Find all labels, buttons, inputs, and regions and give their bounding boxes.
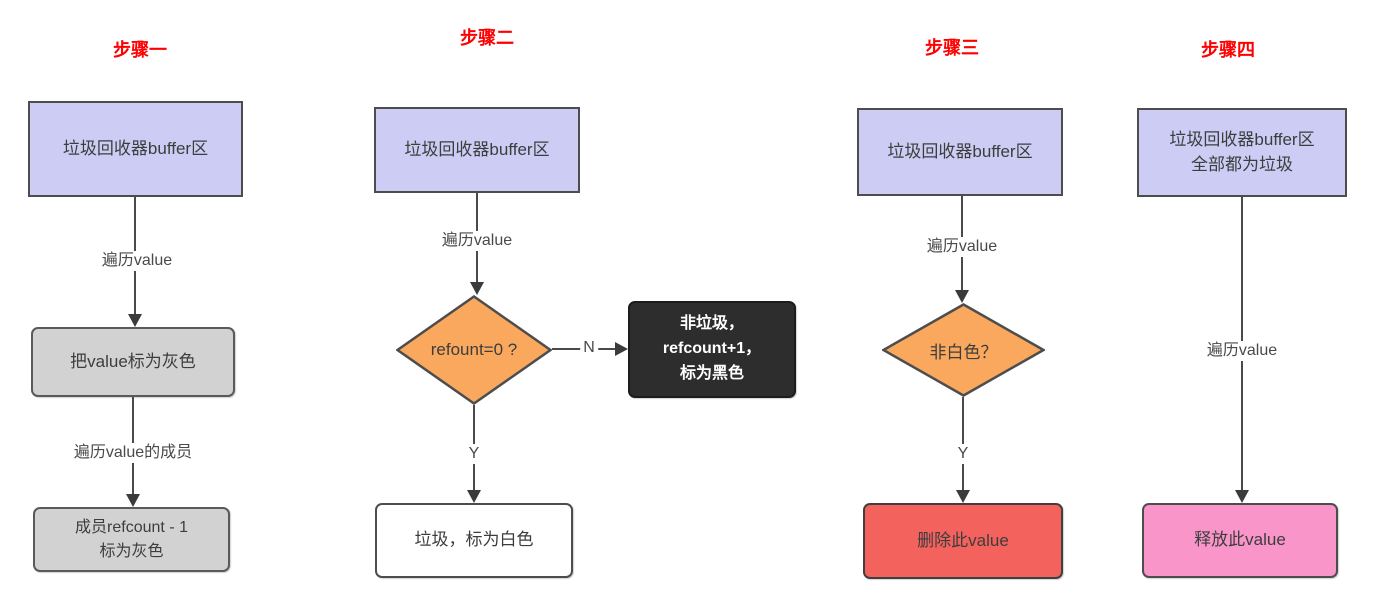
step4-title: 步骤四	[1201, 40, 1255, 60]
step2-not-garbage-line2: refcount+1，	[662, 340, 762, 358]
step3-yes-branch-arrowhead-down	[956, 490, 970, 503]
step1-buffer-node: 垃圾回收器buffer区	[28, 101, 243, 197]
step2-yes-branch-arrowhead-down	[467, 490, 481, 503]
step2-garbage-label: 垃圾，标为白色	[414, 530, 534, 550]
step3-yes-branch-line	[962, 397, 964, 490]
step1-connector2-arrowhead-down	[126, 494, 140, 507]
step3-buffer-node: 垃圾回收器buffer区	[857, 108, 1063, 196]
step4-release-label: 释放此value	[1194, 530, 1286, 550]
step2-no-label: N	[580, 338, 598, 358]
step1-buffer-label: 垃圾回收器buffer区	[62, 138, 209, 158]
step2-connector1-arrowhead-down	[470, 282, 484, 295]
step2-garbage-node: 垃圾，标为白色	[375, 503, 573, 578]
step4-release-node: 释放此value	[1142, 503, 1338, 578]
step2-no-branch-arrowhead-right	[615, 342, 628, 356]
step3-decision-label: 非白色？	[929, 342, 998, 362]
step1-edge2-label: 遍历value的成员	[70, 443, 196, 463]
step4-buffer-node: 垃圾回收器buffer区 全部都为垃圾	[1137, 108, 1347, 197]
step2-not-garbage-line3: 标为黑色	[679, 364, 744, 382]
step2-not-garbage-node: 非垃圾， refcount+1， 标为黑色	[628, 301, 796, 398]
step3-yes-label: Y	[954, 444, 972, 464]
step1-member-line1: 成员refcount - 1	[75, 519, 188, 537]
step2-buffer-node: 垃圾回收器buffer区	[374, 107, 580, 193]
step2-decision-label: refount=0 ?	[430, 340, 518, 359]
step2-edge1-label: 遍历value	[438, 231, 516, 251]
step1-title: 步骤一	[113, 40, 167, 60]
step4-connector1-arrowhead-down	[1235, 490, 1249, 503]
step1-member-node: 成员refcount - 1 标为灰色	[33, 507, 230, 572]
step3-buffer-label: 垃圾回收器buffer区	[887, 141, 1033, 161]
step4-edge1-label: 遍历value	[1203, 341, 1281, 361]
step3-connector1-arrowhead-down	[955, 290, 969, 303]
step3-delete-label: 删除此value	[917, 530, 1009, 550]
step2-title: 步骤二	[460, 28, 514, 48]
step1-connector1-arrowhead-down	[128, 314, 142, 327]
step2-buffer-label: 垃圾回收器buffer区	[404, 139, 550, 159]
step1-edge1-label: 遍历value	[98, 251, 176, 271]
step1-mark-gray-node: 把value标为灰色	[31, 327, 235, 397]
step1-member-line2: 标为灰色	[99, 542, 164, 560]
step3-diamond-shape	[882, 303, 1045, 397]
step4-buffer-line2: 全部都为垃圾	[1191, 154, 1293, 174]
step3-title: 步骤三	[925, 38, 979, 58]
step3-delete-node: 删除此value	[863, 503, 1063, 579]
step2-diamond-shape	[396, 295, 552, 405]
step4-buffer-line1: 垃圾回收器buffer区	[1169, 129, 1315, 149]
step3-decision-node: 非白色？	[882, 303, 1045, 397]
step3-edge1-label: 遍历value	[923, 237, 1001, 257]
step1-mark-gray-label: 把value标为灰色	[70, 351, 196, 371]
step2-decision-node: refount=0 ?	[396, 295, 552, 405]
step2-yes-label: Y	[465, 444, 483, 464]
step2-not-garbage-line1: 非垃圾，	[679, 315, 744, 333]
